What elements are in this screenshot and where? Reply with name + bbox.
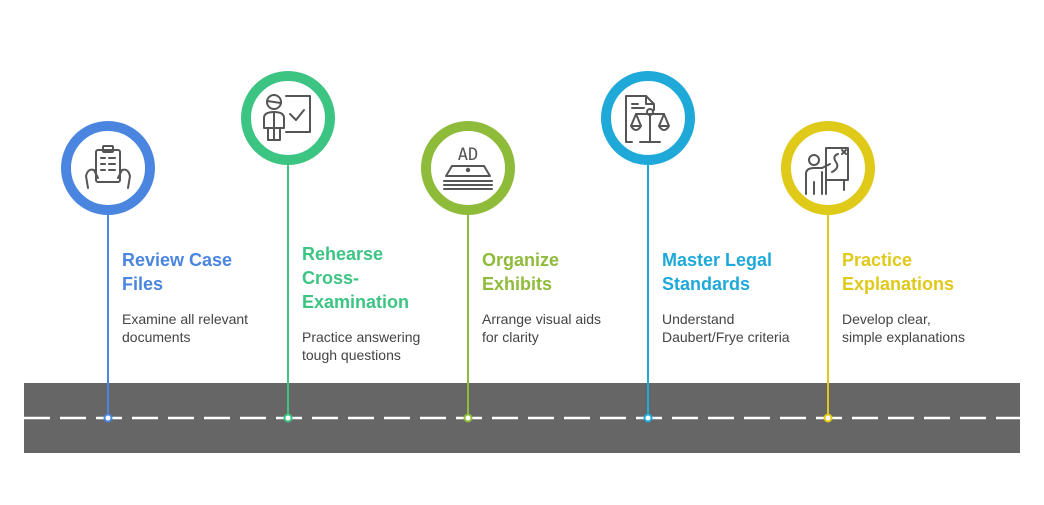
step-title-line: Master Legal: [662, 250, 773, 270]
milestone-4: [601, 71, 695, 423]
step-description-line: documents: [122, 329, 191, 345]
step-description-line: Develop clear,: [842, 311, 931, 327]
step-title-line: Examination: [302, 292, 410, 312]
step-title-line: Rehearse: [302, 244, 384, 264]
step-description: Practice answering tough questions: [302, 328, 472, 364]
milestone-1: [61, 121, 155, 423]
step-description: Arrange visual aids for clarity: [482, 310, 652, 346]
road-marker-dot: [823, 413, 833, 423]
milestone-5: [781, 121, 875, 423]
step-title-line: Explanations: [842, 274, 955, 294]
clipboard-hands-icon: [85, 145, 131, 189]
milestone-3: AD: [421, 121, 515, 423]
exhibit-label: AD: [458, 145, 478, 165]
step-title-line: Practice: [842, 250, 913, 270]
step-description-line: Arrange visual aids: [482, 311, 602, 327]
step-description-line: Understand: [662, 311, 735, 327]
road-marker-dot: [283, 413, 293, 423]
step-title-line: Cross-: [302, 268, 360, 288]
step-description-line: Practice answering: [302, 329, 421, 345]
milestone-ring: [241, 71, 335, 165]
step-description: Develop clear, simple explanations: [842, 310, 1012, 346]
road-marker-dot: [103, 413, 113, 423]
milestone-ring: [61, 121, 155, 215]
step-description-line: Examine all relevant: [122, 311, 249, 327]
step-description-line: for clarity: [482, 329, 539, 345]
step-title-line: Organize: [482, 250, 560, 270]
step-title-line: Exhibits: [482, 274, 553, 294]
document-scales-icon: [625, 95, 670, 143]
milestone-ring: [781, 121, 875, 215]
step-title-line: Review Case: [122, 250, 233, 270]
display-exhibit-icon: AD: [443, 145, 493, 190]
step-description-line: Daubert/Frye criteria: [662, 329, 790, 345]
step-description-line: simple explanations: [842, 329, 965, 345]
step-description-line: tough questions: [302, 347, 401, 363]
milestone-2: [241, 71, 335, 423]
milestone-ring: [601, 71, 695, 165]
step-title-line: Standards: [662, 274, 751, 294]
step-description: Examine all relevant documents: [122, 310, 292, 346]
road-marker-dot: [463, 413, 473, 423]
step-title-line: Files: [122, 274, 164, 294]
presenter-checkmark-icon: [263, 94, 311, 141]
road-marker-dot: [643, 413, 653, 423]
presenter-board-icon: [805, 147, 849, 195]
